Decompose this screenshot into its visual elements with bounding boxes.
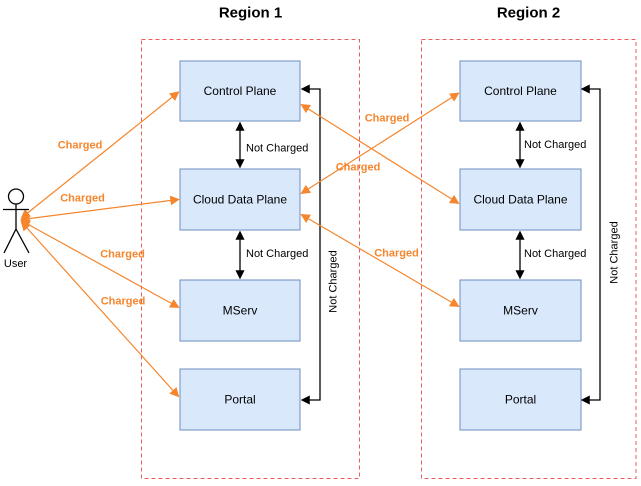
charged-arrow xyxy=(20,220,180,308)
not-charged-label: Not Charged xyxy=(524,139,586,151)
node-label: Control Plane xyxy=(484,84,557,98)
charged-label: Charged xyxy=(101,296,146,308)
not-charged-label: Not Charged xyxy=(524,248,586,260)
charged-arrow xyxy=(20,195,180,224)
region-2-title: Region 2 xyxy=(497,5,560,22)
node-box xyxy=(459,279,582,342)
node-box xyxy=(459,60,582,122)
edge-r1-controlplane-clouddataplane: Not Charged xyxy=(235,121,308,169)
node-box xyxy=(459,168,582,231)
not-charged-label-rotated: Not Charged xyxy=(609,221,621,283)
edge-r1-controlplane-portal: Not Charged xyxy=(300,84,340,405)
node-region2-mserv: MServ xyxy=(459,279,582,342)
node-region2-cloud-data-plane: Cloud Data Plane xyxy=(459,168,582,231)
user-actor: User xyxy=(3,188,30,270)
charged-label: Charged xyxy=(60,193,105,205)
charged-label: Charged xyxy=(58,140,103,152)
node-label: Portal xyxy=(505,393,536,407)
edge-user-r1-portal: Charged xyxy=(20,221,180,398)
charged-label: Charged xyxy=(374,248,419,260)
charged-arrow xyxy=(300,92,460,195)
edge-user-r1-clouddataplane: Charged xyxy=(20,193,180,224)
charged-arrow xyxy=(300,214,460,307)
user-head-icon xyxy=(7,188,25,205)
not-charged-bracket-arrow xyxy=(300,84,321,405)
not-charged-bracket-arrow xyxy=(580,84,601,405)
node-region1-mserv: MServ xyxy=(179,279,301,342)
charged-label: Charged xyxy=(100,249,145,261)
node-label: MServ xyxy=(503,304,538,318)
node-box xyxy=(179,60,301,122)
node-box xyxy=(179,279,301,342)
user-leg-left-icon xyxy=(3,228,17,254)
node-box xyxy=(459,368,582,431)
node-region1-cloud-data-plane: Cloud Data Plane xyxy=(179,168,301,231)
user-label: User xyxy=(4,258,28,270)
node-label: Portal xyxy=(224,393,255,407)
node-label: Control Plane xyxy=(204,84,277,98)
node-region2-control-plane: Control Plane xyxy=(459,60,582,122)
charged-label: Charged xyxy=(336,162,381,174)
edge-r2-clouddataplane-mserv: Not Charged xyxy=(515,230,586,280)
edge-r1-clouddataplane-r2-mserv: Charged xyxy=(300,214,460,307)
not-charged-label: Not Charged xyxy=(246,248,308,260)
edge-r1-clouddataplane-r2-controlplane: Charged xyxy=(300,92,460,195)
edge-r2-controlplane-portal: Not Charged xyxy=(580,84,621,405)
charged-arrow xyxy=(20,221,180,398)
edge-r1-clouddataplane-mserv: Not Charged xyxy=(235,230,308,280)
node-label: Cloud Data Plane xyxy=(193,193,287,207)
edge-r2-controlplane-clouddataplane: Not Charged xyxy=(515,121,586,169)
node-box xyxy=(179,368,301,431)
edge-user-r1-mserv: Charged xyxy=(20,220,180,308)
charged-label: Charged xyxy=(365,113,410,125)
charged-arrow xyxy=(300,103,460,205)
region-1-title: Region 1 xyxy=(219,5,282,22)
not-charged-label-rotated: Not Charged xyxy=(328,250,340,312)
edge-r1-controlplane-r2-clouddataplane: Charged xyxy=(300,103,460,205)
node-region2-portal: Portal xyxy=(459,368,582,431)
not-charged-label: Not Charged xyxy=(246,143,308,155)
node-label: Cloud Data Plane xyxy=(473,193,567,207)
user-leg-right-icon xyxy=(15,228,30,254)
node-region1-portal: Portal xyxy=(179,368,301,431)
node-box xyxy=(179,168,301,231)
node-label: MServ xyxy=(223,304,258,318)
node-region1-control-plane: Control Plane xyxy=(179,60,301,122)
